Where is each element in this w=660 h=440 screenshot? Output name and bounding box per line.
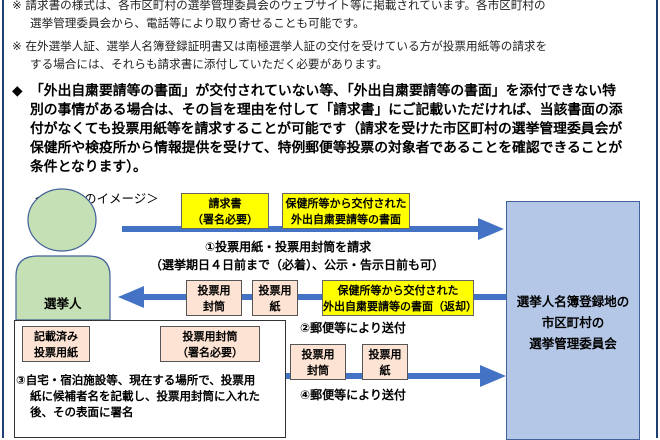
signed-envelope-box: 投票用封筒 （署名必要） [160,326,260,362]
committee-line-2: 市区町村の [541,315,605,330]
para-line-1: ◆「外出自粛要請等の書面」が交付されていない等、「外出自粛要請等の書面」を添付で… [12,83,616,99]
note-line-3: ※ 在外選挙人証、選挙人名簿登録証明書又は南極選挙人証の交付を受けている方が投票… [12,39,548,53]
election-committee-box: 選挙人名簿登録地の 市区町村の 選挙管理委員会 [506,201,640,440]
step1-detail: （選挙期日４日前まで（必着）、公示・告示日前も可） [150,258,445,272]
request-form-box: 請求書 （署名必要） [181,193,269,229]
step3-text: ③自宅・宿泊施設等、現在する場所で、投票用 紙に候補者名を記載し、投票用封筒に入… [16,373,260,419]
para-line-4: 保健所や検疫所から情報提供を受けて、特例郵便等投票の対象者であることを確認できる… [30,140,623,156]
para-line-2: 別の事情がある場合は、その旨を理由を付して「請求書」にご記載いただければ、当該書… [30,102,623,118]
health-document-box: 保健所等から交付された 外出自粛要請等の書面 [282,193,410,229]
send-envelope-box: 投票用 封筒 [290,344,346,380]
committee-line-1: 選挙人名簿登録地の [516,294,630,309]
diamond-bullet-icon: ◆ [12,83,23,99]
step1-caption: ①投票用紙・投票用封筒を請求 [205,240,372,254]
return-envelope-box: 投票用 封筒 [186,280,242,316]
return-document-box: 保健所等から交付された 外出自粛要請等の書面（返却） [322,280,477,316]
note-line-2: 選挙管理委員会から、電話等により取り寄せることも可能です。 [30,16,365,30]
step4-caption: ④郵便等により送付 [300,388,406,402]
send-ballot-box: 投票用 紙 [362,344,408,380]
committee-line-3: 選挙管理委員会 [529,336,617,351]
note-line-4: する場合には、それらも請求書に添付していただく必要があります。 [30,57,388,71]
step2-caption: ②郵便等により送付 [300,321,406,335]
para-line-3: 付がなくても投票用紙等を請求することが可能です（請求を受けた市区町村の選挙管理委… [30,121,623,137]
request-arrow [122,218,504,240]
person-silhouette-icon [15,188,111,321]
para-line-5: 条件となります）。 [30,159,147,175]
note-line-1: ※ 請求書の様式は、各市区町村の選挙管理委員会のウェブサイト等に掲載されています… [12,0,546,12]
return-ballot-box: 投票用 紙 [252,280,298,316]
voter-label: 選挙人 [44,296,82,311]
filled-ballot-box: 記載済み 投票用紙 [22,326,90,362]
